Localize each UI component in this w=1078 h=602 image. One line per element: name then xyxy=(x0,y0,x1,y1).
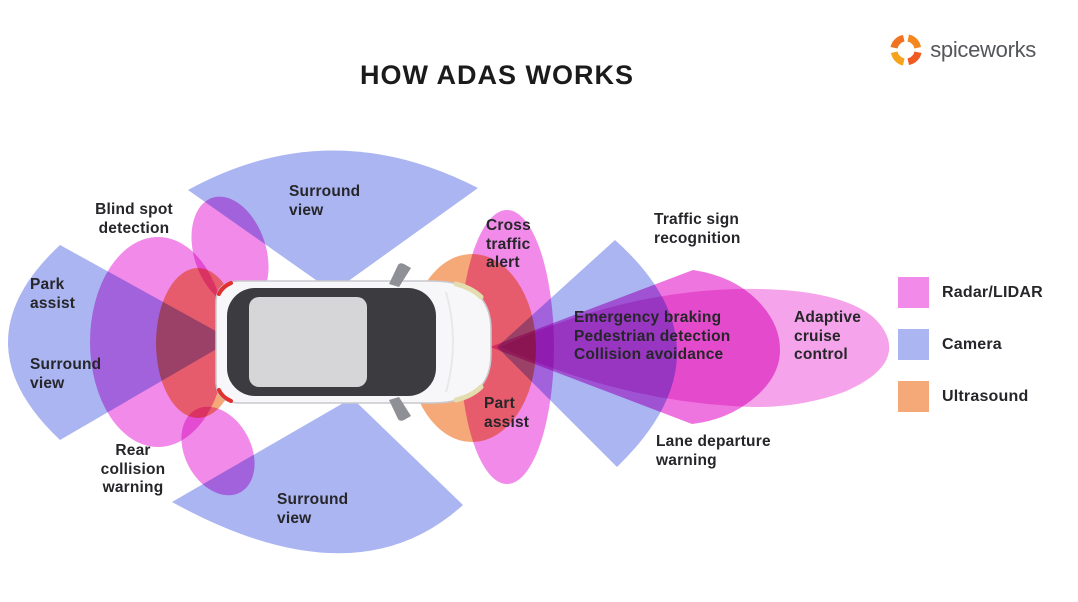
label-park-assist: Park assist xyxy=(30,276,76,312)
label-lane-departure-warning: Lane departure warning xyxy=(656,433,771,469)
label-part-assist: Part assist xyxy=(484,395,530,431)
spiceworks-logo-text: spiceworks xyxy=(930,37,1036,62)
legend-item-camera: Camera xyxy=(898,329,1043,360)
label-traffic-sign-recognition: Traffic sign recognition xyxy=(654,211,741,247)
label-surround-view-left: Surround view xyxy=(30,356,102,392)
label-cross-traffic-alert: Cross traffic alert xyxy=(486,217,531,272)
car-top-view xyxy=(215,263,492,421)
radar-emergency-cone xyxy=(490,270,780,424)
car-roof xyxy=(249,297,367,387)
car-taillight-top xyxy=(217,281,233,296)
car-headlight-top xyxy=(453,281,484,300)
car-headlight-bottom xyxy=(453,384,484,403)
legend-item-ultrasound: Ultrasound xyxy=(898,381,1043,412)
legend-label-camera: Camera xyxy=(942,335,1002,353)
car-hood-line xyxy=(445,291,454,393)
camera-surround-top-fan xyxy=(188,150,478,292)
page-title: HOW ADAS WORKS xyxy=(360,60,634,90)
label-emergency-braking-group: Emergency braking Pedestrian detection C… xyxy=(574,309,731,364)
radar-rear-corner-ellipse xyxy=(181,406,255,496)
ultrasound-swatch xyxy=(898,381,929,412)
spiceworks-logo: spiceworks xyxy=(886,30,1036,70)
legend-label-radar-lidar: Radar/LIDAR xyxy=(942,283,1043,301)
car-mirror-bottom xyxy=(389,397,411,421)
label-adaptive-cruise-control: Adaptive cruise control xyxy=(794,309,862,364)
label-blind-spot-detection: Blind spot detection xyxy=(95,201,173,237)
spiceworks-pinwheel-icon xyxy=(890,34,922,66)
label-surround-view-top: Surround view xyxy=(289,183,361,219)
camera-surround-bottom-fan xyxy=(172,398,463,554)
legend-label-ultrasound: Ultrasound xyxy=(942,387,1029,405)
car-taillight-bottom xyxy=(217,388,233,403)
legend-item-radar-lidar: Radar/LIDAR xyxy=(898,277,1043,308)
camera-swatch xyxy=(898,329,929,360)
radar-lidar-swatch xyxy=(898,277,929,308)
label-surround-view-bottom: Surround view xyxy=(277,491,349,527)
label-rear-collision-warning: Rear collision warning xyxy=(100,442,166,497)
legend: Radar/LIDAR Camera Ultrasound xyxy=(898,277,1043,433)
car-mirror-top xyxy=(389,263,411,287)
